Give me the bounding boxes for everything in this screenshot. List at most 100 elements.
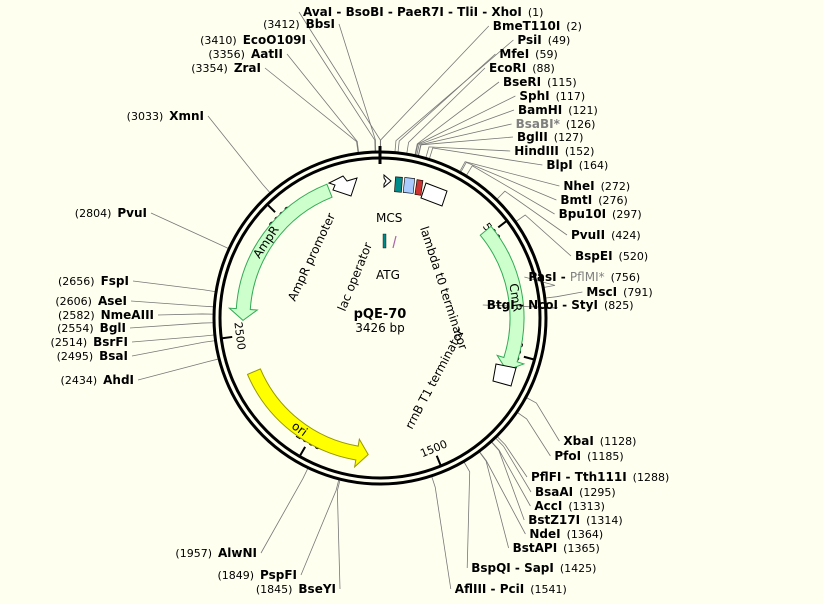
enzyme-label: (2495)BsaI (57, 349, 128, 363)
enzyme-position: (2514) (51, 336, 88, 349)
enzyme-label: (2656)FspI (58, 274, 129, 288)
enzyme-site: (3412) BbsI (263, 17, 335, 31)
enzyme-name: PspFI (260, 568, 297, 582)
enzyme-leader-line (414, 81, 500, 155)
enzyme-site: XbaI(1128) (563, 434, 636, 448)
enzyme-site: EcoRI(88) (489, 61, 555, 75)
ampr-promoter-arrow (327, 175, 358, 197)
enzyme-site: (2804)PvuI (75, 206, 147, 220)
enzyme-site: AccI(1313) (534, 499, 605, 513)
enzyme-name: AhdI (103, 373, 134, 387)
enzyme-label: BsaBI*(126) (516, 117, 596, 131)
enzyme-leader-line (497, 436, 528, 478)
enzyme-name: NmeAIII (101, 308, 154, 322)
enzyme-label: AccI(1313) (534, 499, 605, 513)
enzyme-label: (2514)BsrFI (51, 335, 128, 349)
enzyme-position: (49) (548, 34, 571, 47)
enzyme-site: (1845)BseYI (256, 582, 336, 596)
ampr-promoter-label: AmpR promoter (285, 211, 338, 303)
enzyme-leader-line (394, 39, 514, 152)
enzyme-label: EcoRI(88) (489, 61, 555, 75)
enzyme-position: (2582) (58, 309, 95, 322)
enzyme-position: (3412) (263, 18, 300, 31)
enzyme-name: BmeT110I (493, 19, 561, 33)
enzyme-name: BbsI (306, 17, 335, 31)
enzyme-label: BsaAI(1295) (535, 485, 616, 499)
enzyme-position: (3356) (208, 48, 245, 61)
scale-tick (435, 455, 442, 467)
enzyme-site: BlpI(164) (546, 158, 608, 172)
enzyme-label: (2606)AseI (55, 294, 127, 308)
enzyme-leader-line (466, 165, 555, 215)
enzyme-leader-line (496, 190, 568, 236)
enzyme-position: (1288) (633, 471, 670, 484)
enzyme-label: BlpI(164) (546, 158, 608, 172)
enzyme-site: Bpu10I(297) (559, 207, 642, 221)
enzyme-position: (2554) (57, 322, 94, 335)
scale-tick (298, 446, 307, 457)
enzyme-name: BlpI (546, 158, 572, 172)
enzyme-site: NdeI (1364) (529, 527, 603, 541)
enzyme-leader-line (300, 479, 340, 576)
enzyme-site: HindIII(152) (514, 144, 594, 158)
enzyme-position: (2495) (57, 350, 94, 363)
enzyme-name: NheI (563, 179, 594, 193)
scale-tick-label: 1500 (418, 437, 449, 460)
enzyme-site: (3410)EcoO109I (200, 33, 306, 47)
enzyme-name: BtgI - NcoI - StyI (487, 298, 598, 312)
enzyme-label: (3033)XmnI (127, 109, 204, 123)
enzyme-leader-line (397, 53, 496, 153)
enzyme-position: (152) (565, 145, 595, 158)
enzyme-position: (1185) (587, 450, 624, 463)
enzyme-leader-line (459, 161, 560, 187)
enzyme-leader-line (517, 412, 551, 457)
enzyme-leader-line (260, 468, 309, 554)
enzyme-site: (2495)BsaI (57, 349, 128, 363)
enzyme-site: AvaI - BsoBI - PaeR7I - TliI - XhoI(1) (303, 5, 543, 19)
enzyme-site: (2656)FspI (58, 274, 129, 288)
enzyme-label: PfoI(1185) (554, 449, 623, 463)
atg-label: ATG (376, 268, 400, 282)
enzyme-position: (1849) (217, 569, 254, 582)
enzyme-leader-line (131, 340, 215, 357)
enzyme-position: (121) (568, 104, 598, 117)
atg-marker (392, 235, 397, 249)
enzyme-leader-line (309, 39, 376, 152)
enzyme-name: ZraI (234, 61, 261, 75)
enzyme-label: (3356)AatII (208, 47, 283, 61)
ori-arrow (246, 368, 369, 469)
enzyme-position: (276) (598, 194, 628, 207)
enzyme-position: (825) (604, 299, 634, 312)
enzyme-name: AflIII - PciI (455, 582, 524, 596)
lac-operator-arrow (383, 173, 392, 189)
enzyme-site: (2582) NmeAIII (58, 308, 154, 322)
enzyme-leader-line (482, 304, 558, 309)
enzyme-site: (3356)AatII (208, 47, 283, 61)
enzyme-leader-line (129, 322, 214, 329)
enzyme-name: BstZ17I (528, 513, 580, 527)
enzyme-leader-line (515, 214, 572, 257)
enzyme-site: (3033)XmnI (127, 109, 204, 123)
enzyme-leader-line (460, 161, 557, 201)
enzyme-position: (1364) (567, 528, 604, 541)
enzyme-name: EcoRI (489, 61, 526, 75)
enzyme-leader-line (425, 146, 511, 158)
enzyme-name: PsiI (517, 33, 541, 47)
enzyme-leader-line (431, 476, 452, 590)
enzyme-site: BstAPI(1365) (513, 541, 600, 555)
enzyme-name: AlwNI (218, 546, 257, 560)
scale-tick-label: 2500 (231, 321, 247, 350)
enzyme-position: (117) (556, 90, 586, 103)
enzyme-name: XmnI (169, 109, 204, 123)
enzyme-position: (1314) (586, 514, 623, 527)
enzyme-position: (2606) (55, 295, 92, 308)
enzyme-name: NdeI (529, 527, 560, 541)
enzyme-site: BspEI(520) (575, 249, 648, 263)
rrnb-terminator-box (492, 363, 517, 387)
enzyme-position: (2) (566, 20, 582, 33)
enzyme-site: BsaBI*(126) (516, 117, 596, 131)
enzyme-position: (126) (566, 118, 596, 131)
enzyme-site: AflIII - PciI(1541) (455, 582, 567, 596)
enzyme-site: BglII(127) (517, 130, 583, 144)
enzyme-site: (3354)ZraI (191, 61, 261, 75)
